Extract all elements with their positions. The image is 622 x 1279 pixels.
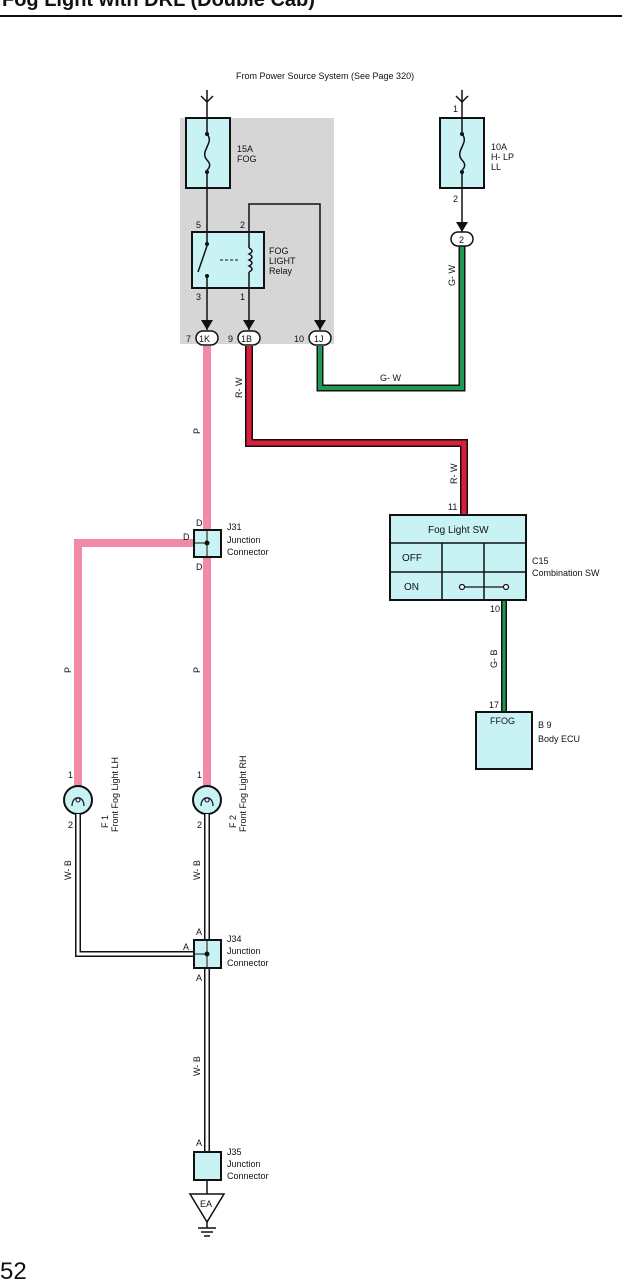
relay-pin-1: 1 [240,292,245,302]
wire-red [246,346,467,515]
front-fog-light-rh [192,785,222,815]
lamp-rh-name: Front Fog Light RH [238,755,248,832]
wire-pink-branch-lh [74,539,195,800]
power-arrow-left [200,90,214,118]
wire-label-p-lh: P [63,667,73,673]
j34-pin-left: A [183,942,189,952]
j34-line2: Connector [227,958,269,968]
fog-light-switch [389,514,527,601]
switch-pin-in: 11 [448,502,457,512]
wire-relay-coil-to-1j [248,203,321,330]
j31-line1: Junction [227,535,261,545]
lamp-rh-code: F 2 [228,815,238,828]
switch-title: Fog Light SW [428,525,489,536]
switch-off-label: OFF [402,553,422,564]
fog-light-relay [191,231,265,289]
lamp-lh-name: Front Fog Light LH [110,757,120,832]
fuse-fog-name: FOG [237,154,257,164]
power-arrow-right [455,90,469,118]
wire-label-gw-2: G- W [380,373,401,383]
lamp-rh-pin2: 2 [197,820,202,830]
arrow-1b [243,320,255,330]
junction-j35 [193,1151,222,1181]
diagram-title: Fog Light with DRL (Double Cab) [2,0,315,11]
j34-line1: Junction [227,946,261,956]
lamp-lh-code: F 1 [100,815,110,828]
lamp-lh-pin1: 1 [68,770,73,780]
relay-label-2: LIGHT [269,256,296,266]
junction-j34 [193,939,222,969]
wire-green-outline [316,246,466,392]
switch-name: Combination SW [532,568,600,578]
fuse-15a-fog [185,117,231,189]
relay-pin-3: 3 [196,292,201,302]
wire-label-gb: G- B [489,649,499,668]
arrow-1j [314,320,326,330]
wire-red-outline [245,346,468,515]
connector-1j-pin: 10 [294,334,304,344]
wire-label-p-rh: P [192,667,202,673]
j34-pin-top: A [196,927,202,937]
ecu-pin: 17 [489,700,499,710]
connector-2 [450,231,474,247]
wire-label-gw-1: G- W [447,265,457,286]
wire-label-rw-2: R- W [449,463,459,484]
j34-pin-bottom: A [196,973,202,983]
wire-label-rw-1: R- W [234,377,244,398]
j31-pin-top: D [196,518,203,528]
switch-on-label: ON [404,582,419,593]
connector-1j-id: 1J [314,334,324,344]
fuse-hlp-name-2: LL [491,162,501,172]
wire-label-wb-rh: W- B [192,860,202,880]
lamp-lh-pin2: 2 [68,820,73,830]
connector-1b [237,330,261,346]
body-ecu [475,711,533,770]
ecu-code: B 9 [538,720,552,730]
connector-1k-id: 1K [199,334,210,344]
connector-1b-pin: 9 [228,334,233,344]
power-source-label: From Power Source System (See Page 320) [236,71,414,81]
fuse-hlp-pin-bottom: 2 [453,194,458,204]
j31-code: J31 [227,522,242,532]
fuse-hlp-name: H- LP [491,152,514,162]
j34-code: J34 [227,934,242,944]
relay-label-3: Relay [269,266,293,276]
j31-pin-bottom: D [196,562,203,572]
lamp-rh-pin1: 1 [197,770,202,780]
page-number: 52 [0,1258,27,1279]
connector-1j [308,330,332,346]
wire-label-wb-lh: W- B [63,860,73,880]
j35-line1: Junction [227,1159,261,1169]
connector-1k-pin: 7 [186,334,191,344]
j31-line2: Connector [227,547,269,557]
connector-1b-id: 1B [241,334,252,344]
fuse-hlp-rating: 10A [491,142,507,152]
ecu-name: Body ECU [538,734,580,744]
wire-wb-lh [75,814,195,957]
front-fog-light-lh [63,785,93,815]
fuse-hlp-pin-top: 1 [453,104,458,114]
switch-code: C15 [532,556,549,566]
relay-pin-2: 2 [240,220,245,230]
ground-label: EA [200,1199,212,1209]
j35-pin-top: A [196,1138,202,1148]
fuse-fog-rating: 15A [237,144,253,154]
j31-pin-left: D [183,532,190,542]
connector-2-id: 2 [459,235,464,245]
relay-pin-5: 5 [196,220,201,230]
ground-ea [188,1180,226,1237]
j35-line2: Connector [227,1171,269,1181]
ecu-terminal: FFOG [490,716,515,726]
wire-green [318,246,464,390]
arrow-1k [201,320,213,330]
fuse-10a-hlp [439,117,485,189]
wire-label-p-1: P [192,428,202,434]
connector-1k [195,330,219,346]
relay-label-1: FOG [269,246,289,256]
j35-code: J35 [227,1147,242,1157]
switch-pin-out: 10 [490,604,500,614]
wire-label-wb-ground: W- B [192,1056,202,1076]
junction-j31 [193,529,222,558]
